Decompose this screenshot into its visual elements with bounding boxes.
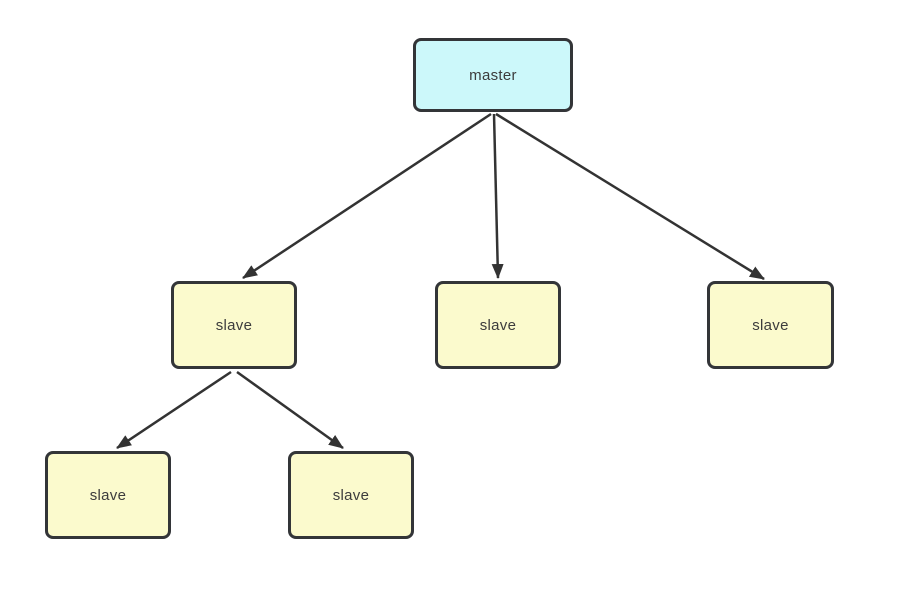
node-slave-1-2[interactable]: slave [288, 451, 414, 539]
node-slave-2[interactable]: slave [435, 281, 561, 369]
node-slave-1-label: slave [215, 316, 253, 334]
node-slave-3-label: slave [752, 316, 789, 334]
node-slave-1-1[interactable]: slave [45, 451, 171, 539]
node-slave-2-label: slave [479, 316, 517, 334]
edge-master-slave-3 [495, 112, 765, 281]
node-master[interactable]: master [413, 38, 573, 112]
node-slave-1-1-label: slave [89, 486, 127, 504]
edge-slave-1-slave-1-2 [236, 370, 344, 450]
node-master-label: master [469, 66, 517, 84]
edge-master-slave-2 [491, 113, 504, 279]
node-slave-1[interactable]: slave [171, 281, 297, 369]
edge-master-slave-1 [242, 112, 492, 280]
node-slave-3[interactable]: slave [707, 281, 834, 369]
node-slave-1-2-label: slave [332, 486, 370, 504]
edge-slave-1-slave-1-1 [116, 370, 232, 450]
